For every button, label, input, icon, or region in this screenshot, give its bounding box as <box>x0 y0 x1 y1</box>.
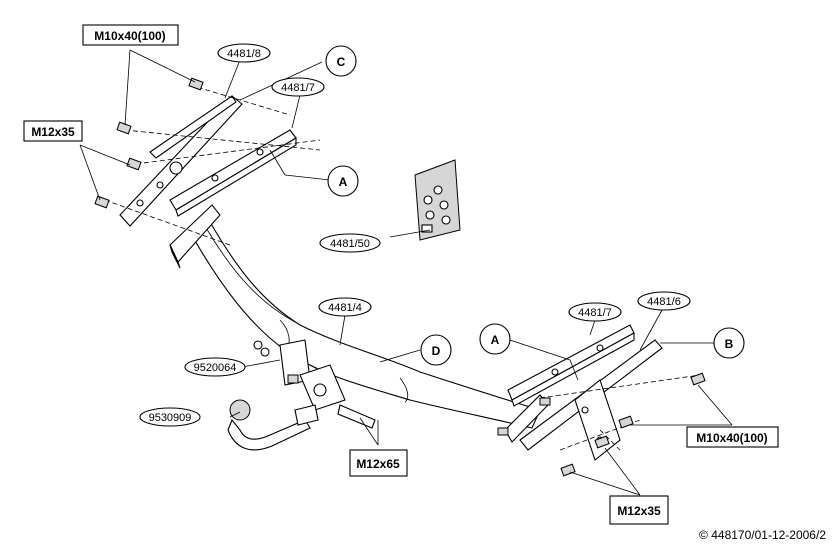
label-box-m12x65: M12x65 <box>349 449 408 477</box>
label-m10x40-top-left: M10x40(100) <box>94 29 165 43</box>
right-alignment-lines <box>539 374 701 451</box>
callout-b-letter: B <box>725 337 734 351</box>
callout-a-right-letter: A <box>491 333 500 347</box>
callout-a-right: A <box>479 323 511 355</box>
callout-a-left: A <box>327 165 359 197</box>
crossbar-tube <box>189 221 541 429</box>
label-box-m10x40-right: M10x40(100) <box>686 426 779 448</box>
center-mount <box>253 339 376 429</box>
ellipse-4481-7-right: 4481/7 <box>568 302 622 322</box>
detail-4481-50 <box>414 159 461 241</box>
label-box-m12x35-left: M12x35 <box>23 120 83 142</box>
ellipse-4481-50: 4481/50 <box>319 233 381 253</box>
label-9530909: 9530909 <box>149 412 192 424</box>
callout-a-left-letter: A <box>339 175 348 189</box>
callout-c: C <box>325 45 357 77</box>
ellipse-4481-7-left: 4481/7 <box>271 77 325 97</box>
label-4481-7-left: 4481/7 <box>281 82 315 94</box>
callout-d-letter: D <box>432 344 441 358</box>
callout-b: B <box>713 327 745 359</box>
bolts-right <box>497 372 706 477</box>
label-m12x65: M12x65 <box>356 457 400 471</box>
callout-c-letter: C <box>337 55 346 69</box>
left-tube-plate <box>169 204 221 269</box>
label-4481-4: 4481/4 <box>328 302 362 314</box>
ellipse-4481-4: 4481/4 <box>318 297 372 317</box>
ellipse-4481-6: 4481/6 <box>637 291 691 311</box>
label-4481-6: 4481/6 <box>647 296 681 308</box>
label-4481-8: 4481/8 <box>227 48 261 60</box>
label-box-m10x40-top-left: M10x40(100) <box>82 24 179 46</box>
callout-d: D <box>420 334 452 366</box>
bracket-4481-7-right <box>507 324 635 407</box>
label-4481-50: 4481/50 <box>330 238 370 250</box>
label-4481-7-right: 4481/7 <box>578 307 612 319</box>
leader-lines <box>79 49 733 496</box>
label-9520064: 9520064 <box>194 362 237 374</box>
ellipse-4481-8: 4481/8 <box>217 43 271 63</box>
copyright-notice: © 448170/01-12-2006/2 <box>699 528 826 542</box>
label-m12x35-bottom: M12x35 <box>617 504 661 518</box>
ellipse-9530909: 9530909 <box>139 407 201 427</box>
ball-neck-9530909 <box>227 399 319 451</box>
ellipse-9520064: 9520064 <box>184 357 246 377</box>
label-m10x40-right: M10x40(100) <box>696 431 767 445</box>
label-box-m12x35-bottom: M12x35 <box>609 495 669 525</box>
bracket-4481-7-left <box>169 129 297 217</box>
bracket-4481-8 <box>119 95 243 227</box>
bracket-4481-6 <box>519 339 663 461</box>
label-m12x35-left: M12x35 <box>31 125 75 139</box>
